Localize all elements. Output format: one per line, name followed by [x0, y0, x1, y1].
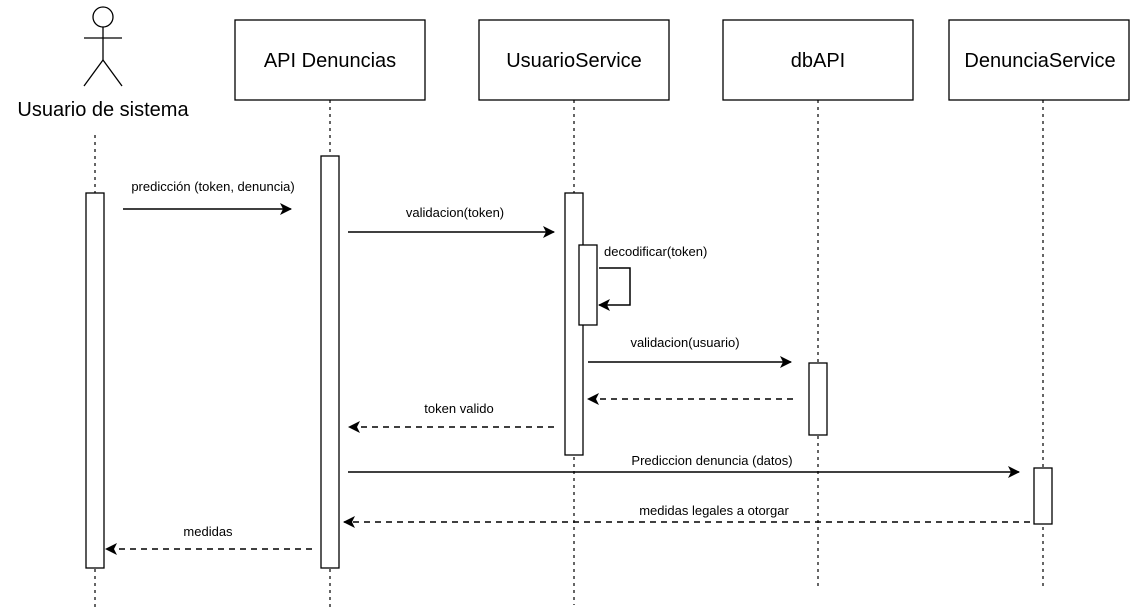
activation-usuario-self	[578, 244, 598, 326]
message-medidas-legales-label: medidas legales a otorgar	[639, 503, 789, 518]
participant-api: API Denuncias	[234, 19, 426, 101]
message-medidas-label: medidas	[183, 524, 233, 539]
message-validacion-usuario-label: validacion(usuario)	[630, 335, 739, 350]
message-token-valido-label: token valido	[424, 401, 493, 416]
activation-denuncia	[1033, 467, 1053, 525]
activation-actor	[85, 192, 105, 569]
participant-usuario: UsuarioService	[478, 19, 670, 101]
participant-db: dbAPI	[722, 19, 914, 101]
actor-figure	[83, 6, 123, 87]
activation-db	[808, 362, 828, 436]
message-validacion-token-label: validacion(token)	[406, 205, 504, 220]
message-prediccion-label: predicción (token, denuncia)	[131, 179, 294, 194]
actor-label: Usuario de sistema	[17, 99, 189, 121]
activation-api	[320, 155, 340, 569]
message-prediccion-denuncia-label: Prediccion denuncia (datos)	[631, 453, 792, 468]
participant-usuario-label: UsuarioService	[506, 50, 642, 72]
participant-api-label: API Denuncias	[264, 50, 396, 72]
message-decodificar-arrow	[598, 267, 631, 311]
participant-db-label: dbAPI	[791, 50, 845, 72]
participant-denuncia: DenunciaService	[948, 19, 1130, 101]
message-decodificar-label: decodificar(token)	[604, 244, 707, 259]
participant-denuncia-label: DenunciaService	[964, 50, 1115, 72]
